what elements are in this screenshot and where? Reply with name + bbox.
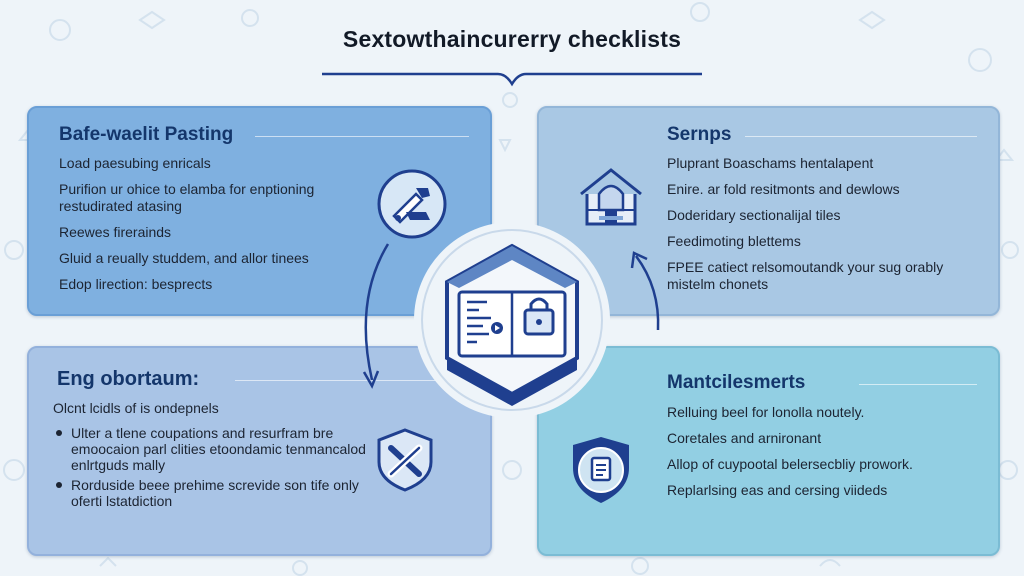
checklist-card-2: Sernps Pluprant Boaschams hentalapent En… — [537, 106, 1000, 316]
bullet-item: Rorduside beee prehime screvide son tife… — [53, 477, 373, 509]
checklist-card-1: Bafe-waelit Pasting Load paesubing enric… — [27, 106, 492, 316]
list-item: Relluing beel for lonolla noutely. — [667, 404, 865, 420]
list-item: Feedimoting blettems — [667, 233, 801, 249]
checklist-card-4: Mantcilesmerts Relluing beel for lonolla… — [537, 346, 1000, 556]
list-item: FPEE catiect relsomoutandk your sug orab… — [667, 259, 944, 292]
divider — [235, 380, 469, 381]
list-item: Replarlsing eas and cersing viideds — [667, 482, 888, 498]
crossed-tools-icon — [377, 428, 433, 492]
checklist-items: Relluing beel for lonolla noutely. Coret… — [667, 404, 977, 508]
card-title: Bafe-waelit Pasting — [59, 124, 234, 145]
list-item: Purifion ur ohice to elamba for enptioni… — [59, 181, 315, 214]
list-item: Allop of cuypootal belersecbliy prowork. — [667, 456, 913, 472]
divider — [255, 136, 469, 137]
central-hub-icon — [414, 222, 610, 418]
flow-arrow-up — [630, 251, 660, 331]
list-item: Pluprant Boaschams hentalapent — [667, 155, 874, 171]
divider — [859, 384, 977, 385]
title-underline-bracket — [322, 72, 702, 87]
flow-arrow-down — [362, 243, 390, 389]
shield-document-icon — [573, 437, 629, 503]
list-intro: Olcnt lcidls of is ondepnels — [53, 400, 219, 416]
list-item: Load paesubing enricals — [59, 155, 211, 171]
list-item: Enire. ar fold resitmonts and dewlows — [667, 181, 900, 197]
list-item: Coretales and arnironant — [667, 430, 822, 446]
list-item: Gluid a reually studdem, and allor tinee… — [59, 250, 309, 266]
card-title: Mantcilesmerts — [667, 372, 806, 393]
checklist-card-3: Eng obortaum: Olcnt lcidls of is ondepne… — [27, 346, 492, 556]
list-item: Reewes firerainds — [59, 224, 172, 240]
list-item: Edop lirection: besprects — [59, 276, 213, 292]
checklist-items: Olcnt lcidls of is ondepnels Ulter a tle… — [53, 400, 373, 513]
checklist-items: Pluprant Boaschams hentalapent Enire. ar… — [667, 155, 977, 302]
building-dome-icon — [580, 168, 642, 226]
tools-wrench-icon — [377, 169, 447, 239]
divider — [745, 136, 977, 137]
card-title: Sernps — [667, 124, 732, 145]
bullet-item: Ulter a tlene coupations and resurfram b… — [53, 425, 373, 473]
list-item: Doderidary sectionalijal tiles — [667, 207, 841, 223]
page-title: Sextowthaincurerry checklists — [342, 26, 682, 52]
card-title: Eng obortaum: — [57, 368, 200, 390]
checklist-items: Load paesubing enricals Purifion ur ohic… — [59, 155, 389, 302]
